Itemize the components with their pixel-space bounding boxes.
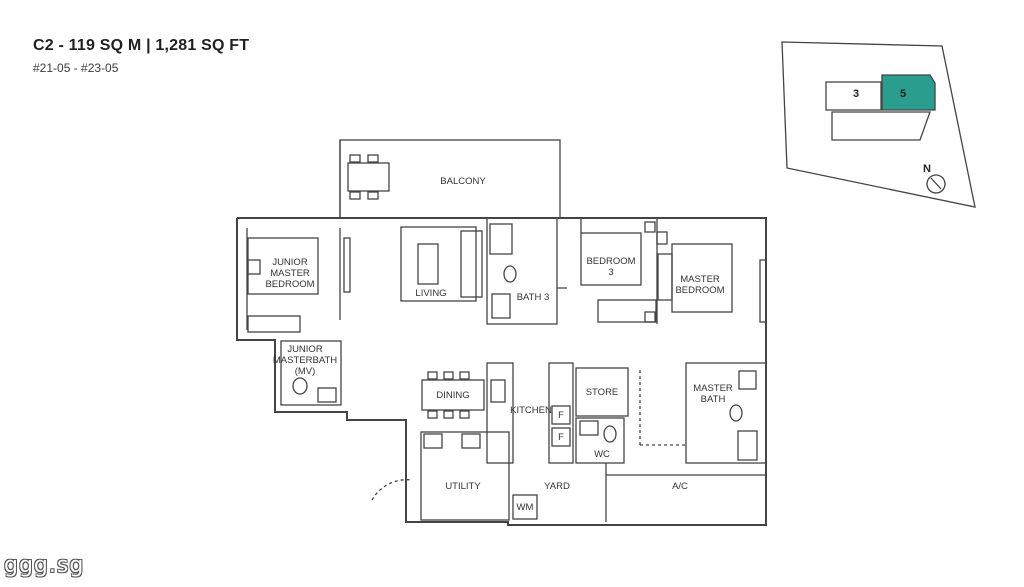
room-label-bedroom3: BEDROOM: [586, 256, 635, 267]
room-label-junior-master-bedroom: JUNIOR: [272, 257, 308, 268]
room-label-yard: YARD: [544, 481, 570, 492]
room-label-master-bedroom: MASTER: [680, 274, 720, 285]
watermark: ggg.sg: [4, 553, 85, 578]
junior-masterbath-room: [280, 340, 342, 406]
dining-table: [421, 379, 485, 411]
room-label-master-bath: BATH: [701, 394, 726, 405]
living-room: [400, 226, 477, 302]
utility-room: [420, 431, 510, 521]
room-label-bath3: BATH 3: [517, 292, 550, 303]
unit-numbers: #21-05 - #23-05: [33, 61, 119, 75]
master-bath-room: [685, 362, 767, 464]
room-label-bedroom3: 3: [608, 267, 613, 278]
key-plan-label-unit-b: 5: [900, 88, 906, 100]
room-label-junior-masterbath: JUNIOR: [287, 344, 323, 355]
bedroom-3-bed: [580, 232, 642, 286]
room-label-store: STORE: [586, 387, 619, 398]
key-plan-label-north: N: [923, 163, 931, 175]
room-label-ac: A/C: [672, 481, 688, 492]
north-arrow-icon: [926, 174, 946, 194]
key-plan: [781, 41, 976, 208]
room-label-dining: DINING: [436, 390, 469, 401]
room-label-fridge-1: F: [558, 410, 564, 421]
room-label-wm: WM: [517, 502, 534, 513]
room-label-master-bedroom: BEDROOM: [675, 285, 724, 296]
key-plan-unit-3: [825, 81, 882, 111]
wc-room: [575, 417, 625, 464]
room-label-living: LIVING: [415, 288, 446, 299]
key-plan-unit-5: [881, 74, 936, 111]
room-label-wc: WC: [594, 449, 610, 460]
plan-title: C2 - 119 SQ M | 1,281 SQ FT: [33, 37, 250, 54]
room-label-junior-master-bedroom: BEDROOM: [265, 279, 314, 290]
washing-machine: [512, 494, 538, 520]
room-label-junior-master-bedroom: MASTER: [270, 268, 310, 279]
room-label-utility: UTILITY: [445, 481, 481, 492]
room-label-fridge-2: F: [558, 432, 564, 443]
bath-3-room: [486, 217, 558, 325]
store-room: [575, 367, 629, 417]
room-label-junior-masterbath: (MV): [295, 366, 316, 377]
key-plan-label-unit-a: 3: [853, 88, 859, 100]
room-label-junior-masterbath: MASTERBATH: [273, 355, 337, 366]
room-label-master-bath: MASTER: [693, 383, 733, 394]
room-label-kitchen: KITCHEN: [510, 405, 552, 416]
room-label-balcony: BALCONY: [440, 176, 486, 187]
kitchen-counter: [486, 362, 514, 464]
